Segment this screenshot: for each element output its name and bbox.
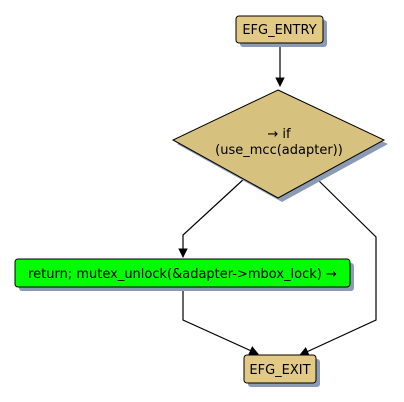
decision-diamond <box>171 89 386 199</box>
node-efg-exit: EFG_EXIT <box>243 354 320 387</box>
edges <box>178 45 377 356</box>
node-label: EFG_EXIT <box>249 363 310 378</box>
decision-label-line1: → if <box>267 127 291 142</box>
edge-action-to-exit <box>182 289 259 355</box>
node-efg-entry: EFG_ENTRY <box>235 15 327 47</box>
decision-label-line2: (use_mcc(adapter)) <box>215 143 343 158</box>
node-box <box>243 354 317 384</box>
node-return-mutex-unlock: return; mutex_unlock(&adapter->mbox_lock… <box>14 258 354 291</box>
edge-decision-to-action <box>178 177 246 258</box>
node-decision-if: → if (use_mcc(adapter)) <box>171 89 388 202</box>
node-label: EFG_ENTRY <box>242 23 316 38</box>
node-label: return; mutex_unlock(&adapter->mbox_lock… <box>28 267 337 282</box>
edge-decision-to-exit <box>299 177 377 356</box>
node-box <box>235 15 324 44</box>
node-box <box>14 258 351 288</box>
